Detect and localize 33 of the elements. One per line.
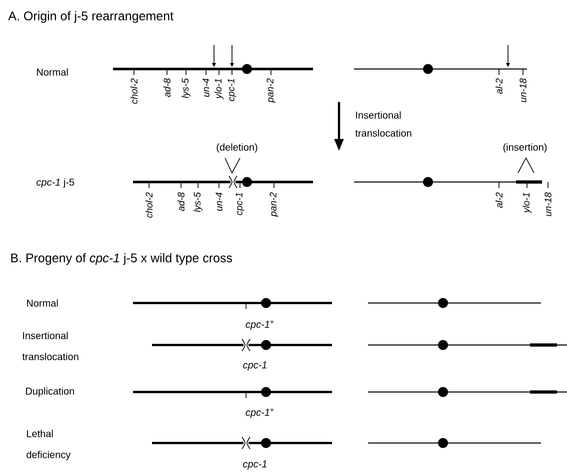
row-label: Normal	[27, 299, 58, 307]
row-label: Lethal deficiency	[26, 430, 71, 460]
gene-label: lys-5	[182, 78, 190, 98]
gene-label: cpc-1$^{+}$	[246, 408, 274, 418]
gene-label: chol-2	[146, 192, 152, 218]
gene-label: chol-2	[130, 78, 138, 104]
gene-label: ad-8	[164, 78, 170, 97]
gene-label: cpc-1$^{+}$	[246, 320, 274, 330]
gene-label: cpc-1	[236, 193, 244, 216]
gene-label: pan-2	[270, 192, 278, 217]
gene-label: pan-2	[266, 78, 276, 103]
section-heading: B. Progeny of cpc-1 j-5 x wild type cross	[11, 253, 232, 265]
gene-label: ylo-1	[214, 79, 224, 100]
gene-label: un-4	[216, 192, 222, 211]
row-label: Normal	[37, 68, 68, 76]
gene-label: un-4	[202, 78, 210, 97]
gene-label: lys-5	[194, 192, 202, 212]
gene-label: un-18	[544, 192, 552, 216]
gene-label: un-18	[520, 78, 526, 102]
row-label: Insertional translocation	[22, 332, 78, 360]
gene-label: cpc-1	[243, 460, 266, 470]
arrow-label: Insertional translocation	[355, 111, 412, 137]
row-label: cpc-1 j-5	[36, 178, 74, 188]
gene-label: cpc-1	[243, 362, 266, 370]
gene-label: (insertion)	[503, 143, 547, 153]
section-heading: A. Origin of j-5 rearrangement	[8, 11, 174, 23]
gene-label: cpc-1	[228, 79, 236, 102]
gene-label: (deletion)	[216, 143, 258, 153]
gene-label: al-2	[496, 78, 502, 94]
row-label: Duplication	[26, 387, 74, 397]
gene-label: ylo-1	[522, 193, 532, 214]
gene-label: al-2	[496, 192, 502, 208]
gene-label: ad-8	[178, 192, 184, 211]
